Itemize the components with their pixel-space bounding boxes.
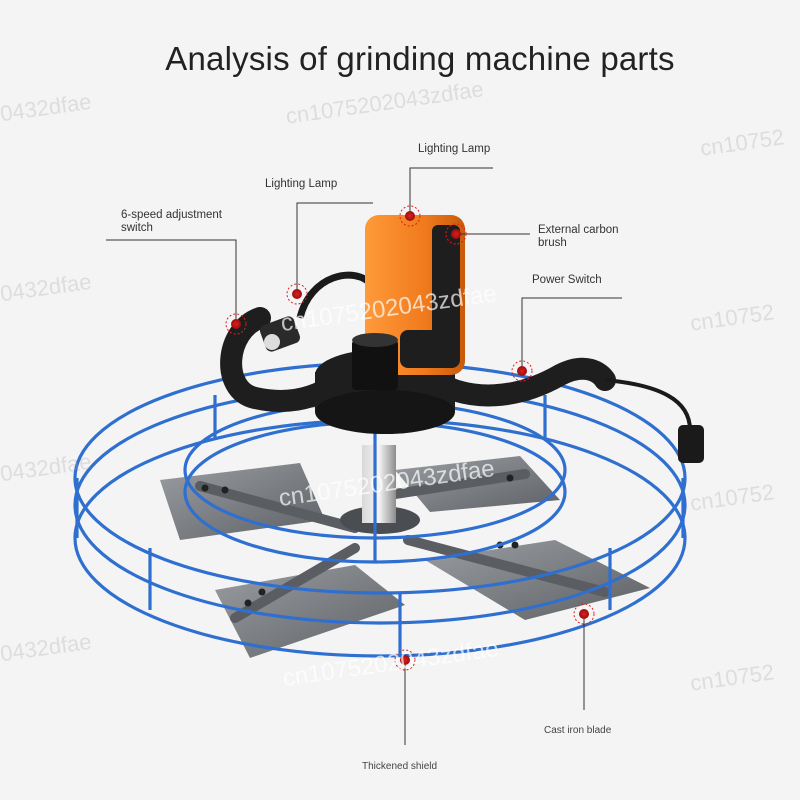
blade-front-left <box>215 565 405 658</box>
marker-carbon-brush <box>445 223 467 245</box>
motor-housing <box>352 215 465 390</box>
label-lighting-lamp-top: Lighting Lamp <box>418 143 491 155</box>
label-speed-switch: 6-speed adjustment switch <box>121 209 223 234</box>
marker-dots <box>225 205 595 671</box>
label-power-switch: Power Switch <box>532 274 602 286</box>
page-title: Analysis of grinding machine parts <box>165 40 675 77</box>
marker-lighting-lamp-top <box>399 205 421 227</box>
lighting-lamp <box>259 316 301 352</box>
marker-shield <box>394 649 416 671</box>
label-lighting-lamp-left: Lighting Lamp <box>265 178 338 190</box>
marker-lighting-lamp-left <box>286 283 308 305</box>
marker-power-switch <box>511 360 533 382</box>
label-cast-iron-blade: Cast iron blade <box>544 725 612 736</box>
marker-blade <box>573 603 595 625</box>
marker-speed-switch <box>225 313 247 335</box>
leader-lines <box>106 167 622 745</box>
drive-shaft <box>362 445 396 523</box>
label-thickened-shield: Thickened shield <box>362 761 438 772</box>
label-carbon-brush: External carbon brush <box>538 224 619 249</box>
